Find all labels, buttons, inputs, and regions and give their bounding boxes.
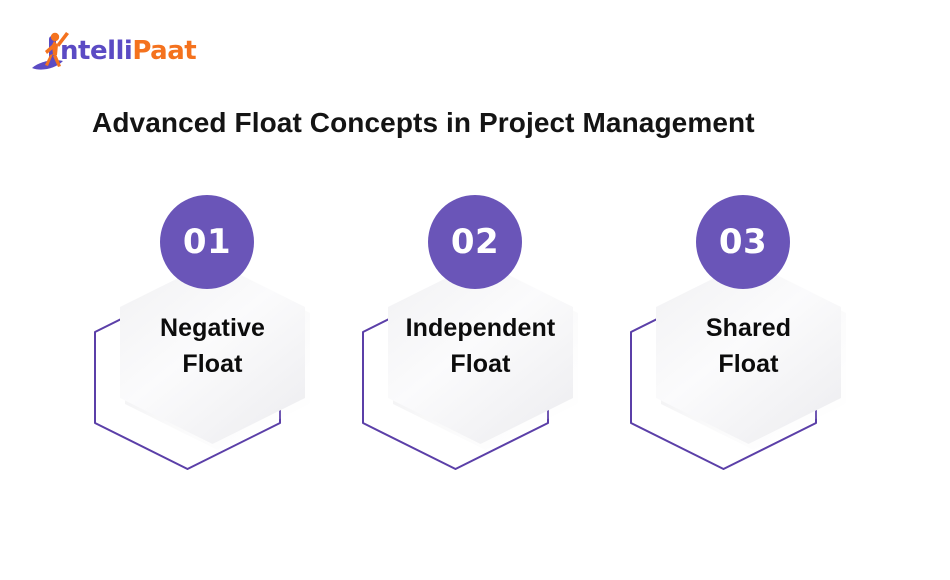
card-label-line2: Float xyxy=(718,350,779,378)
card-label: Negative Float xyxy=(105,310,320,382)
card-label: Independent Float xyxy=(373,310,588,382)
brand-logo[interactable]: ntelliPaat xyxy=(30,26,197,78)
surfer-figure-icon xyxy=(30,28,76,76)
hexagon-card-face xyxy=(373,255,588,450)
card-number: 03 xyxy=(718,222,768,262)
logo-text-secondary: Paat xyxy=(132,36,197,66)
card-number: 01 xyxy=(182,222,232,262)
card-label-line1: Independent xyxy=(405,314,556,342)
page-title: Advanced Float Concepts in Project Manag… xyxy=(92,107,755,138)
hexagon-card-face xyxy=(641,255,856,450)
card-number: 02 xyxy=(450,222,500,262)
card-number-badge: 02 xyxy=(428,195,522,289)
card-label: Shared Float xyxy=(641,310,856,382)
brand-logo-text: ntelliPaat xyxy=(60,34,197,68)
card-label-line1: Shared xyxy=(705,314,792,342)
card-label-line2: Float xyxy=(182,350,243,378)
card-label-line2: Float xyxy=(450,350,511,378)
concept-card[interactable]: Negative Float 01 xyxy=(72,185,340,485)
card-number-badge: 01 xyxy=(160,195,254,289)
concept-card[interactable]: Shared Float 03 xyxy=(608,185,876,485)
concept-cards-row: Negative Float 01 xyxy=(0,185,950,485)
hexagon-card-face xyxy=(105,255,320,450)
concept-card[interactable]: Independent Float 02 xyxy=(340,185,608,485)
card-number-badge: 03 xyxy=(696,195,790,289)
logo-text-primary: ntelli xyxy=(60,36,133,66)
card-label-line1: Negative xyxy=(159,314,265,342)
